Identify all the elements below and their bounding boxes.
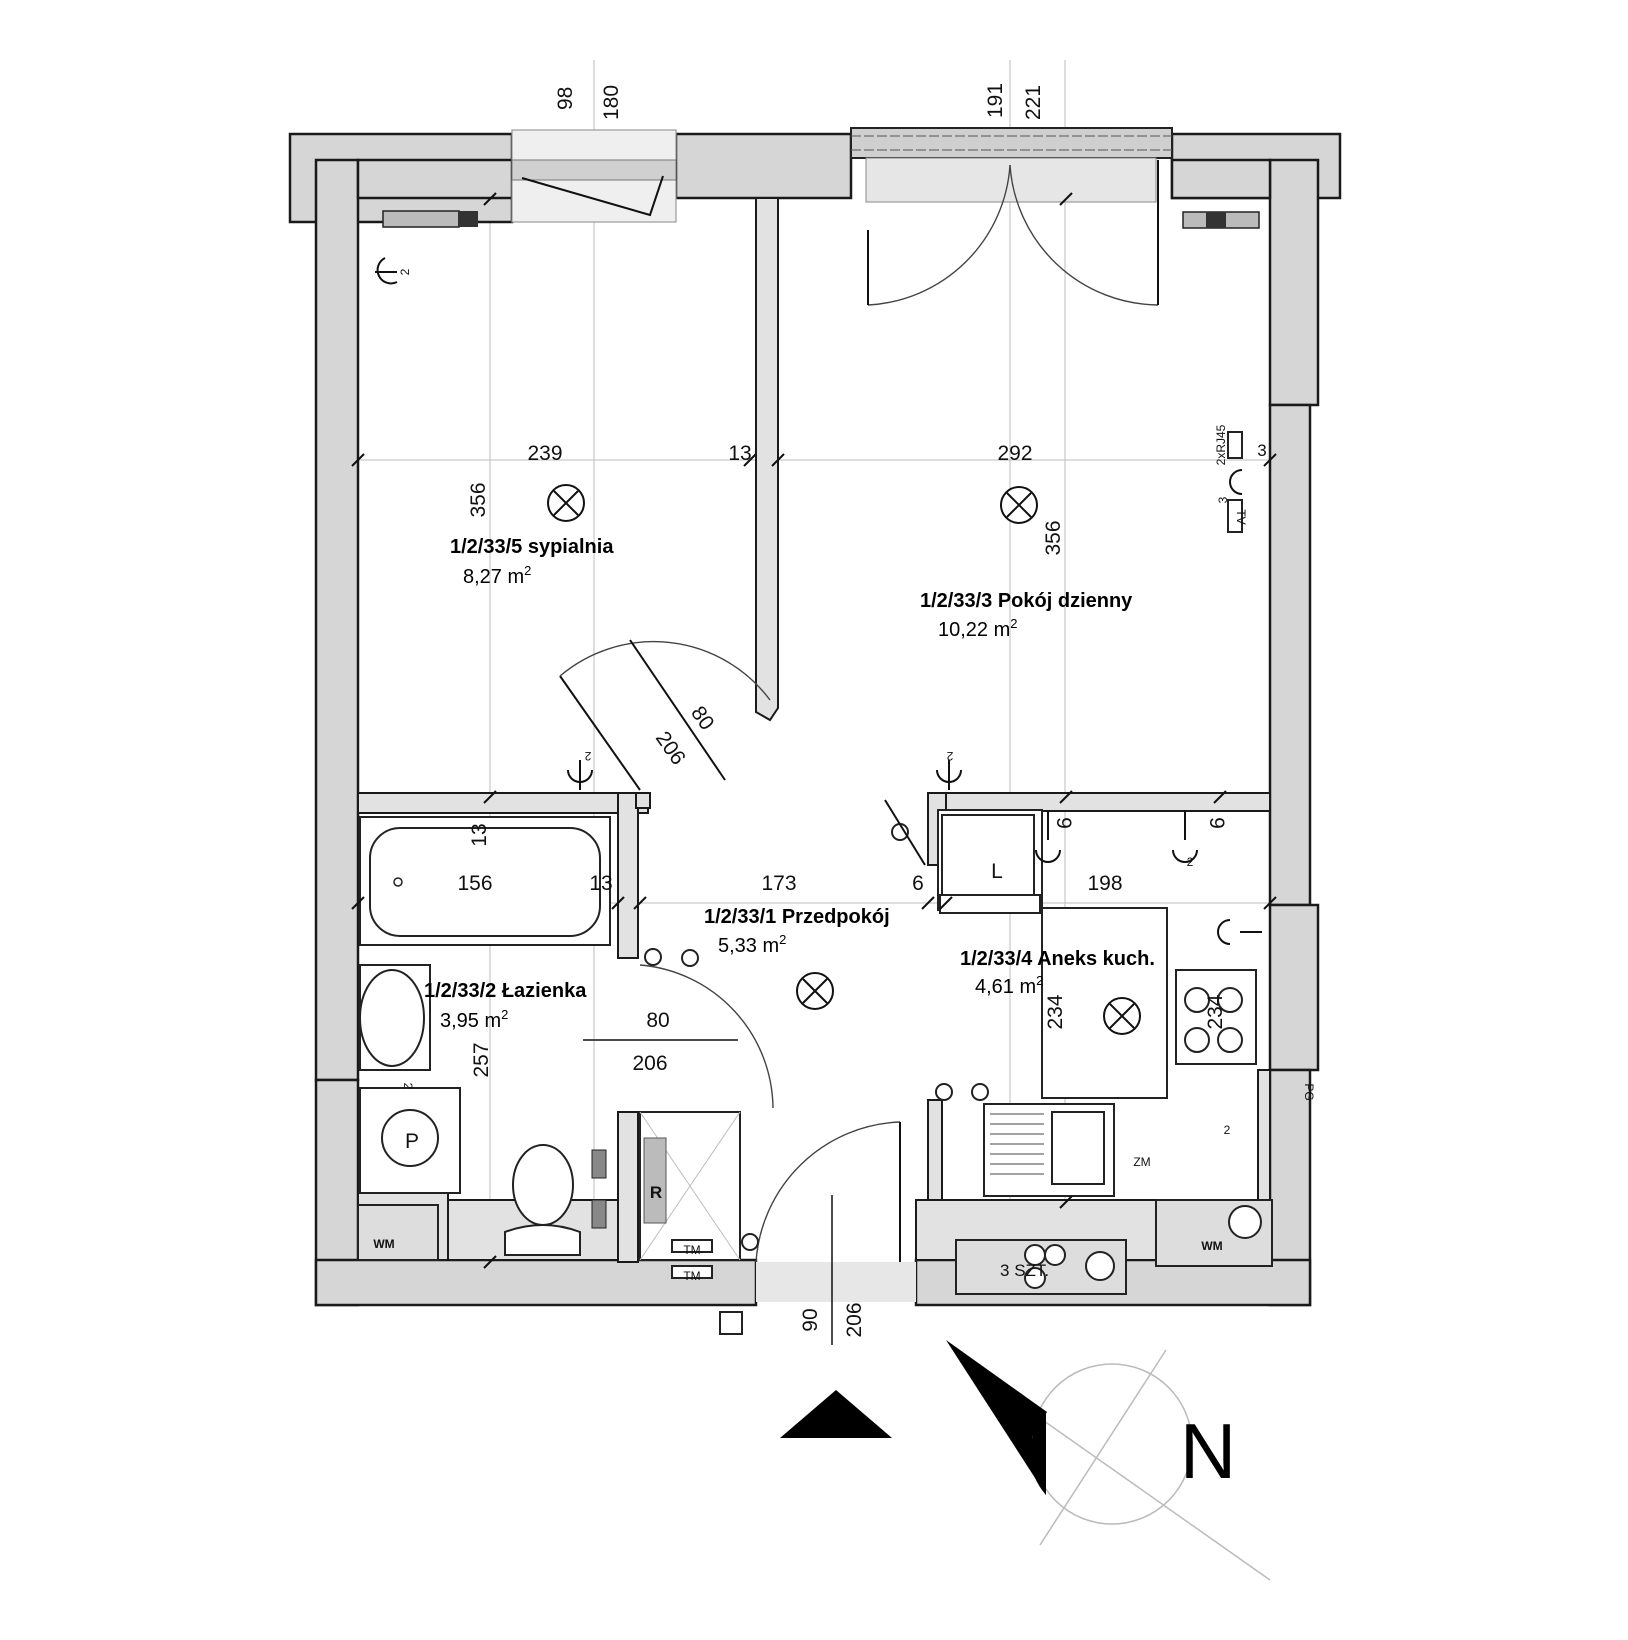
fridge-label: L xyxy=(991,860,1003,883)
window-bedroom xyxy=(511,129,677,223)
dim-living-w: 292 xyxy=(997,442,1032,465)
door-entry xyxy=(719,1121,916,1345)
dim-bed-w: 239 xyxy=(527,442,562,465)
socket-icon xyxy=(1217,919,1262,945)
socket-count-4: 2 xyxy=(1187,855,1194,869)
dim-wall-6: 6 xyxy=(912,872,924,895)
szt-label: 3 SZT. xyxy=(1000,1261,1049,1280)
rj45-label: 2xRJ45 xyxy=(1214,424,1228,465)
dim-bath-13-side: 13 xyxy=(589,872,612,895)
room-name-przedpokoj: 1/2/33/1 Przedpokój xyxy=(704,906,890,928)
socket-count-6: 2 xyxy=(401,1083,415,1090)
socket-icon xyxy=(1172,810,1198,863)
dim-entry-h: 206 xyxy=(843,1302,866,1337)
dim-kitchen-9b: 9 xyxy=(1205,817,1228,829)
dim-kitchen-w: 198 xyxy=(1087,872,1122,895)
room-area-aneks: 4,61 m2 xyxy=(975,973,1043,998)
switch-icon xyxy=(741,1233,759,1251)
gas-label: PG xyxy=(1302,1083,1316,1100)
washing-machine-box xyxy=(1155,1199,1273,1267)
bathtub xyxy=(359,816,611,946)
tm-label-2: TM xyxy=(683,1269,700,1283)
room-area-pokoj: 10,22 m2 xyxy=(938,616,1018,641)
cold-water-label: ZM xyxy=(1133,1155,1150,1169)
bathroom-meter-box xyxy=(357,1204,439,1261)
switch-icon xyxy=(935,1083,989,1101)
dim-win2-a: 191 xyxy=(984,83,1007,118)
washing-machine-label: WM xyxy=(1201,1239,1222,1253)
compass-icon xyxy=(946,1340,1271,1581)
bath-wm-label: WM xyxy=(373,1237,394,1251)
dim-door-bath-h: 206 xyxy=(632,1052,667,1075)
socket-icon xyxy=(936,760,962,790)
socket-count-2: 2 xyxy=(584,749,591,763)
fridge xyxy=(937,809,1043,914)
dim-door-bath-w: 80 xyxy=(646,1009,669,1032)
tv-count: 3 xyxy=(1216,496,1230,503)
room-name-aneks: 1/2/33/4 Aneks kuch. xyxy=(960,948,1155,970)
dim-win1-b: 180 xyxy=(600,85,623,120)
laundry-shaft xyxy=(639,1111,741,1279)
towel-radiator xyxy=(591,1149,607,1229)
dimension-ticks xyxy=(351,192,1277,1269)
dim-bath-13-top: 13 xyxy=(468,823,491,846)
cooktop xyxy=(1175,969,1257,1065)
room-name-sypialnia: 1/2/33/5 sypialnia xyxy=(450,536,614,558)
dim-bed-h: 356 xyxy=(467,482,490,517)
room-name-lazienka: 1/2/33/2 Łazienka xyxy=(424,980,587,1002)
door-bathroom xyxy=(583,964,774,1109)
dim-kitchen-h2: 234 xyxy=(1204,994,1227,1029)
socket-count-5: 2 xyxy=(1224,1123,1231,1137)
light-fixture-icon xyxy=(796,972,834,1010)
washbasin xyxy=(359,964,431,1071)
light-fixtures xyxy=(547,484,1141,1035)
toilet xyxy=(504,1144,581,1256)
switch-icon xyxy=(884,799,926,866)
dim-kitchen-h: 234 xyxy=(1044,994,1067,1029)
dim-win2-b: 221 xyxy=(1022,85,1045,120)
light-fixture-icon xyxy=(1000,486,1038,524)
switch-icon xyxy=(644,948,699,967)
light-fixture-icon xyxy=(547,484,585,522)
kitchen-cabinet-panel xyxy=(955,1239,1127,1295)
socket-icon xyxy=(1035,810,1061,863)
dim-living-h: 356 xyxy=(1042,520,1065,555)
tm-label-1: TM xyxy=(683,1243,700,1257)
dim-win1-a: 98 xyxy=(554,87,577,110)
dim-kitchen-9a: 9 xyxy=(1052,817,1075,829)
rj45-count: 3 xyxy=(1257,441,1266,460)
dim-entry-w: 90 xyxy=(799,1308,822,1331)
window-living-room xyxy=(850,127,1173,306)
dim-hall-w: 173 xyxy=(761,872,796,895)
north-arrow-icon xyxy=(780,1390,892,1438)
kitchen-sink xyxy=(983,1103,1115,1197)
dim-bath-w: 156 xyxy=(457,872,492,895)
radiator-icon xyxy=(382,210,478,228)
room-name-pokoj: 1/2/33/3 Pokój dzienny xyxy=(920,590,1133,612)
drain-label: P xyxy=(405,1130,419,1153)
dim-wall-13: 13 xyxy=(728,442,751,465)
socket-count-1: 2 xyxy=(398,268,412,275)
door-bedroom xyxy=(559,639,771,791)
dim-door-bed-h: 206 xyxy=(651,727,690,769)
socket-count-3: 2 xyxy=(946,749,953,763)
room-area-przedpokoj: 5,33 m2 xyxy=(718,932,786,957)
counter xyxy=(1041,907,1168,1099)
dim-bath-h: 257 xyxy=(470,1042,493,1077)
light-fixture-icon xyxy=(1103,997,1141,1035)
north-label: N xyxy=(1180,1407,1236,1495)
room-area-lazienka: 3,95 m2 xyxy=(440,1007,508,1032)
tv-socket-icon xyxy=(1227,431,1243,533)
radiator-icon xyxy=(1182,211,1260,229)
room-area-sypialnia: 8,27 m2 xyxy=(463,563,531,588)
tv-label: TV xyxy=(1234,509,1248,524)
socket-icon xyxy=(567,760,593,790)
socket-icon xyxy=(375,257,398,285)
shower-tray xyxy=(359,1087,461,1194)
interior-walls xyxy=(357,197,1271,1263)
shower-label: R xyxy=(650,1183,662,1202)
